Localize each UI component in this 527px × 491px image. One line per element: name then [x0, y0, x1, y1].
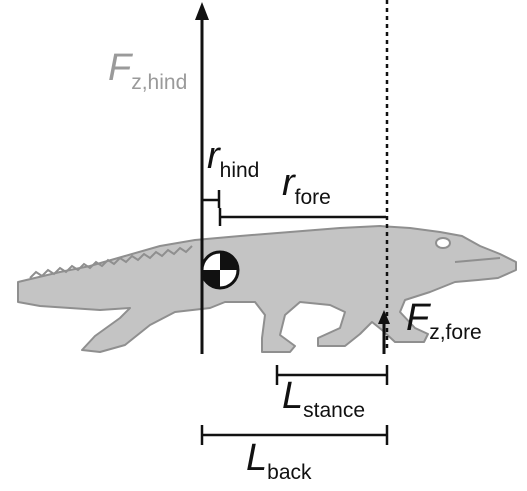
f-hind-label: Fz,hind [108, 47, 187, 94]
l-back-dimension [202, 425, 387, 445]
r-fore-dimension [220, 208, 386, 226]
f-fore-label: Fz,fore [406, 297, 482, 344]
l-stance-symbol: L [282, 375, 303, 417]
f-fore-symbol: F [406, 297, 431, 339]
l-back-label: Lback [246, 437, 312, 484]
f-fore-subscript: z,fore [429, 321, 482, 344]
r-fore-label: rfore [282, 162, 331, 209]
l-back-subscript: back [267, 461, 312, 484]
r-hind-subscript: hind [220, 159, 260, 182]
r-hind-dimension [203, 190, 219, 208]
f-hind-symbol: F [108, 47, 133, 89]
l-back-symbol: L [246, 437, 267, 479]
l-stance-label: Lstance [282, 375, 365, 422]
f-hind-subscript: z,hind [131, 71, 187, 94]
r-hind-label: rhind [207, 135, 259, 182]
center-of-mass-icon [202, 252, 238, 288]
l-stance-subscript: stance [303, 399, 365, 422]
r-fore-subscript: fore [295, 186, 331, 209]
